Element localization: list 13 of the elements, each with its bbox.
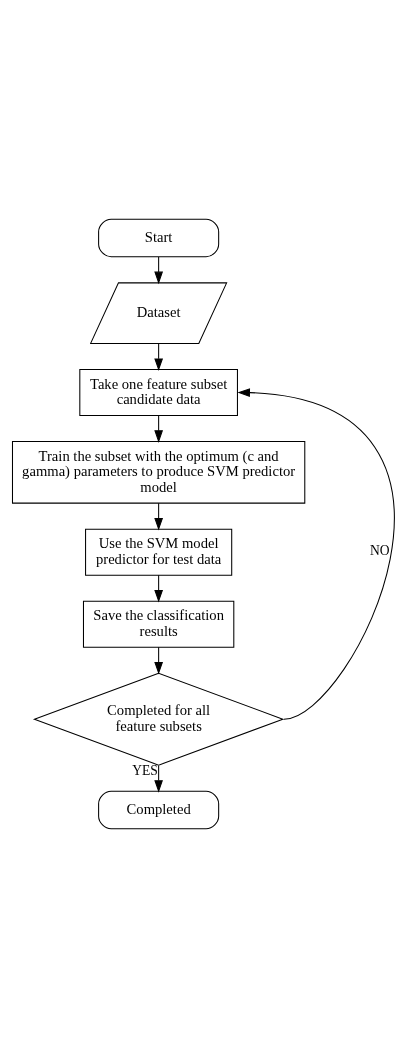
node-box: Train the subset with the optimum (c and gamma) parameters to produce SVM predictor model: [11, 441, 306, 504]
arrow: [154, 574, 164, 603]
node-box: Save the classification results: [82, 600, 235, 648]
arrow: [154, 646, 164, 675]
node-diamond: Completed for all feature subsets: [32, 672, 285, 766]
node-box: Take one feature subset candidate data: [79, 369, 238, 416]
node-box: Use the SVM model predictor for test data: [85, 528, 233, 576]
arrow: [237, 388, 395, 720]
arrow: [154, 256, 164, 285]
arrow: [154, 502, 164, 531]
edge-label: NO: [369, 543, 390, 559]
node-box: Completed: [98, 790, 220, 830]
node-box: Start: [98, 218, 220, 258]
